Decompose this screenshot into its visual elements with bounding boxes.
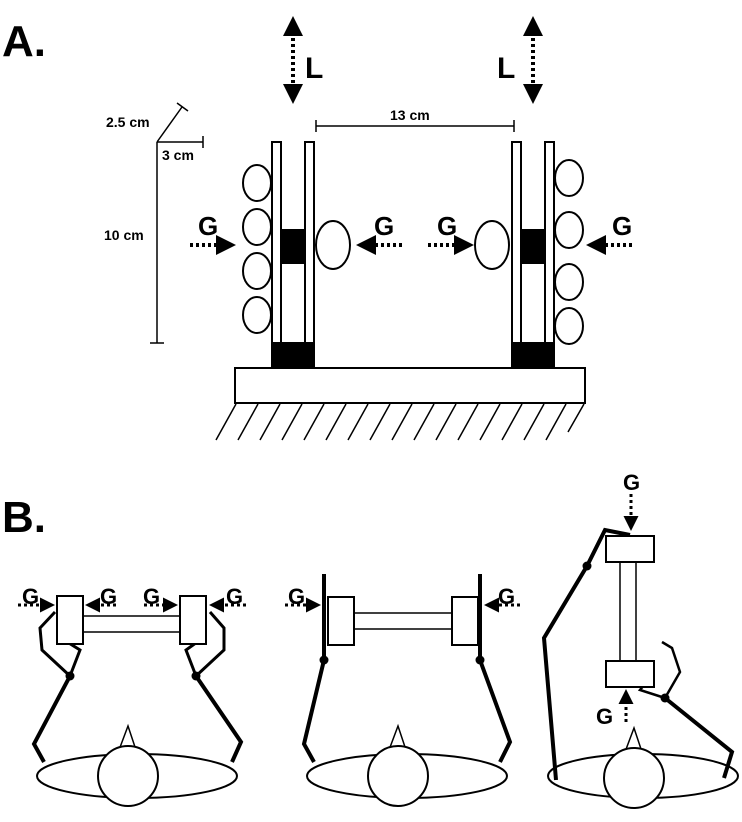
right-fingers <box>554 159 584 345</box>
lift-label-right: L <box>497 52 515 85</box>
depth-label: 2.5 cm <box>106 114 150 130</box>
grip-label-a3: G <box>437 211 457 241</box>
grip-label-b2b: G <box>498 584 515 609</box>
grip-label-a4: G <box>612 211 632 241</box>
panel-a-label: A. <box>2 17 46 66</box>
base-plate <box>234 367 586 404</box>
left-thumb <box>315 220 351 270</box>
lift-label-left: L <box>305 52 323 85</box>
grip-label-b1b: G <box>100 584 117 609</box>
gap-dimension-label: 13 cm <box>390 107 430 123</box>
left-fingers <box>242 164 272 334</box>
left-base-sensor <box>272 342 314 368</box>
right-handle <box>511 141 555 369</box>
grip-label-b2a: G <box>288 584 305 609</box>
b3-figure <box>541 527 739 809</box>
width-label: 3 cm <box>162 147 194 163</box>
grip-label-b1c: G <box>143 584 160 609</box>
grip-label-b3b: G <box>596 704 613 729</box>
b2-figure <box>301 574 513 807</box>
b1-figure <box>31 595 244 807</box>
right-base-sensor <box>512 342 554 368</box>
grip-label-b1d: G <box>226 584 243 609</box>
grip-label-a1: G <box>198 211 218 241</box>
right-force-sensor <box>521 229 545 264</box>
grip-label-a2: G <box>374 211 394 241</box>
grip-label-b1a: G <box>22 584 39 609</box>
left-force-sensor <box>281 229 305 264</box>
panel-b-label: B. <box>2 493 46 542</box>
depth-scale-bar <box>156 106 183 143</box>
right-thumb <box>474 220 510 270</box>
left-handle <box>271 141 315 369</box>
ground-hatch <box>215 403 585 441</box>
height-label: 10 cm <box>104 227 144 243</box>
grip-label-b3a: G <box>623 470 640 495</box>
